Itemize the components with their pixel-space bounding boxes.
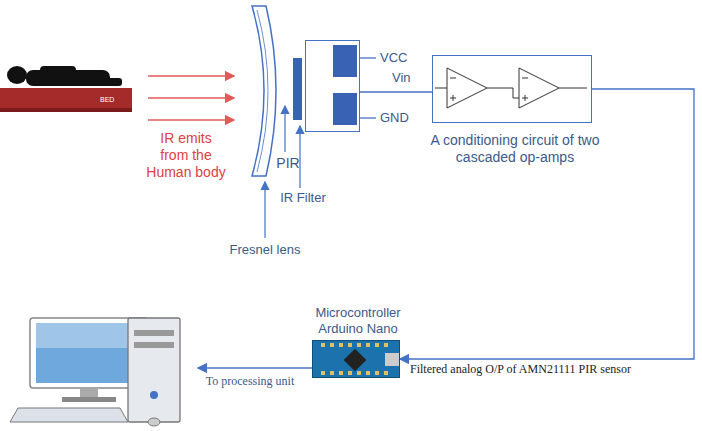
plus-sign [453,95,454,101]
header-pin [339,371,343,375]
wire [487,88,519,98]
header-pin [348,371,352,375]
op-amp-pair [433,56,590,121]
ir-arrows [148,76,234,120]
bed-label: BED [100,96,130,104]
header-pin [330,343,334,347]
ir-note: IR emits from the Human body [146,130,226,180]
pir-sensor: PIR [305,40,360,132]
node-label: Microcontroller Arduino Nano [297,305,419,336]
output-label: To processing unit [190,374,310,388]
pin-label: VCC [380,50,420,66]
header-pin [375,371,379,375]
header-pin [375,343,379,347]
ir-filter [293,58,302,120]
signal-wire [400,89,694,359]
wire [559,88,587,89]
op-amp [519,68,559,108]
plus-sign [525,95,526,101]
pir-pins [358,58,376,118]
pir-pad [333,45,357,77]
pin-label: GND [380,110,420,126]
op-amp [447,68,487,108]
bed [0,88,132,110]
minus-sign [522,78,528,79]
usb-port [385,353,399,366]
conditioning-circuit: A conditioning circuit of two cascaded o… [432,55,592,123]
signal-wire [360,91,432,92]
signal-label: Filtered analog O/P of AMN21111 PIR sens… [410,362,692,376]
header-pin [366,371,370,375]
chip [344,349,367,372]
header-pin [321,343,325,347]
wire [435,88,447,89]
minus-sign [450,78,456,79]
pir-pad [333,93,357,125]
arduino-nano: Microcontroller Arduino Nano [312,340,400,378]
header-pin [339,343,343,347]
node-label: A conditioning circuit of two cascaded o… [429,132,601,166]
signal-label: Vin [392,70,428,86]
header-pin [366,343,370,347]
pir-element [306,41,358,130]
usb-line [198,367,312,368]
computer [10,318,180,426]
header-pin [384,371,388,375]
ir-filter-label: IR Filter [268,190,338,206]
header-pin [348,343,352,347]
header-pin [357,371,361,375]
header-pin [321,371,325,375]
header-pin [330,371,334,375]
fresnel-lens [252,6,276,176]
person [7,66,122,86]
header-pin [357,343,361,347]
fresnel-label: Fresnel lens [214,242,316,258]
header-pin [384,343,388,347]
node-label: PIR [268,155,308,172]
